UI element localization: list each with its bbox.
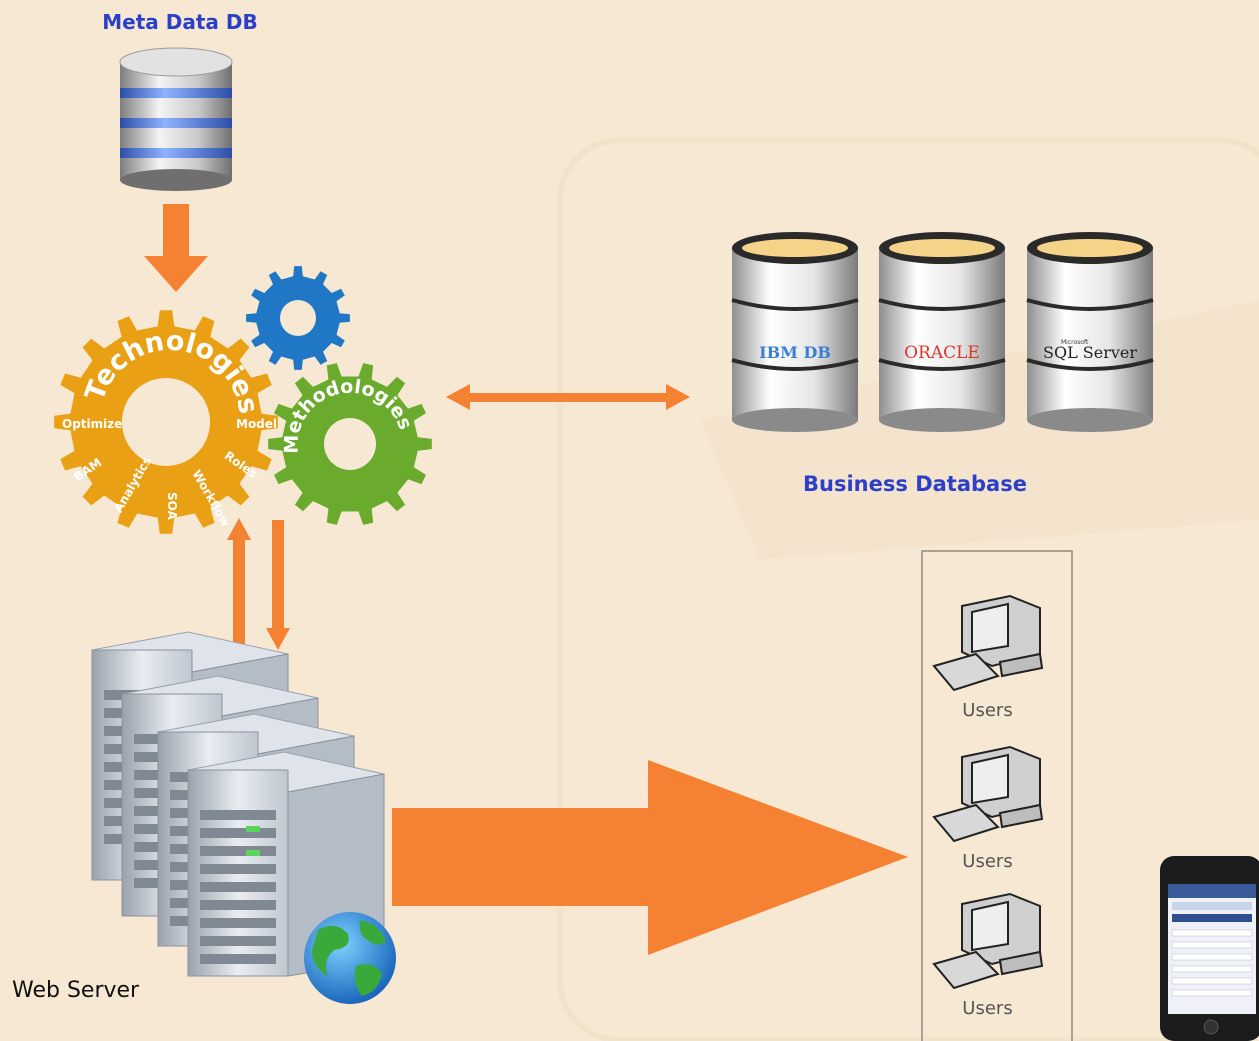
mobile-phone-icon <box>1160 856 1259 1041</box>
blue-gear-icon <box>246 266 350 370</box>
meta-data-db-title: Meta Data DB <box>102 10 258 34</box>
users-label: Users <box>962 700 1013 721</box>
gears-web-server-arrows <box>227 518 290 650</box>
globe-icon <box>304 912 396 1004</box>
gear-sub-label: Optimize <box>62 417 122 431</box>
meta-data-db-icon <box>119 47 233 191</box>
business-db-cylinder-icon: IBM DB <box>731 232 859 432</box>
business-db-name: ORACLE <box>904 343 980 363</box>
gears-business-db-arrow <box>446 384 690 410</box>
web-server-icon <box>91 631 385 977</box>
user-computer-icon <box>932 892 1044 990</box>
user-computer-icon <box>932 594 1044 692</box>
gear-sub-label: SOA <box>165 492 179 521</box>
business-database-title: Business Database <box>803 472 1027 496</box>
gear-sub-label: Model <box>236 417 277 431</box>
meta-to-gears-arrow <box>144 204 208 292</box>
business-db-vendor: Microsoft <box>1061 339 1089 346</box>
users-panel <box>921 550 1073 1041</box>
users-label: Users <box>962 851 1013 872</box>
business-db-name: IBM DB <box>759 343 831 362</box>
methodologies-gear-icon <box>268 363 432 525</box>
technologies-gear-icon <box>54 310 278 534</box>
web-server-label: Web Server <box>12 978 140 1003</box>
web-server-to-users-arrow <box>392 760 908 955</box>
user-computer-icon <box>932 745 1044 843</box>
business-db-cylinder-icon: ORACLE <box>878 232 1006 432</box>
business-db-name: SQL Server <box>1043 343 1137 362</box>
users-label: Users <box>962 998 1013 1019</box>
